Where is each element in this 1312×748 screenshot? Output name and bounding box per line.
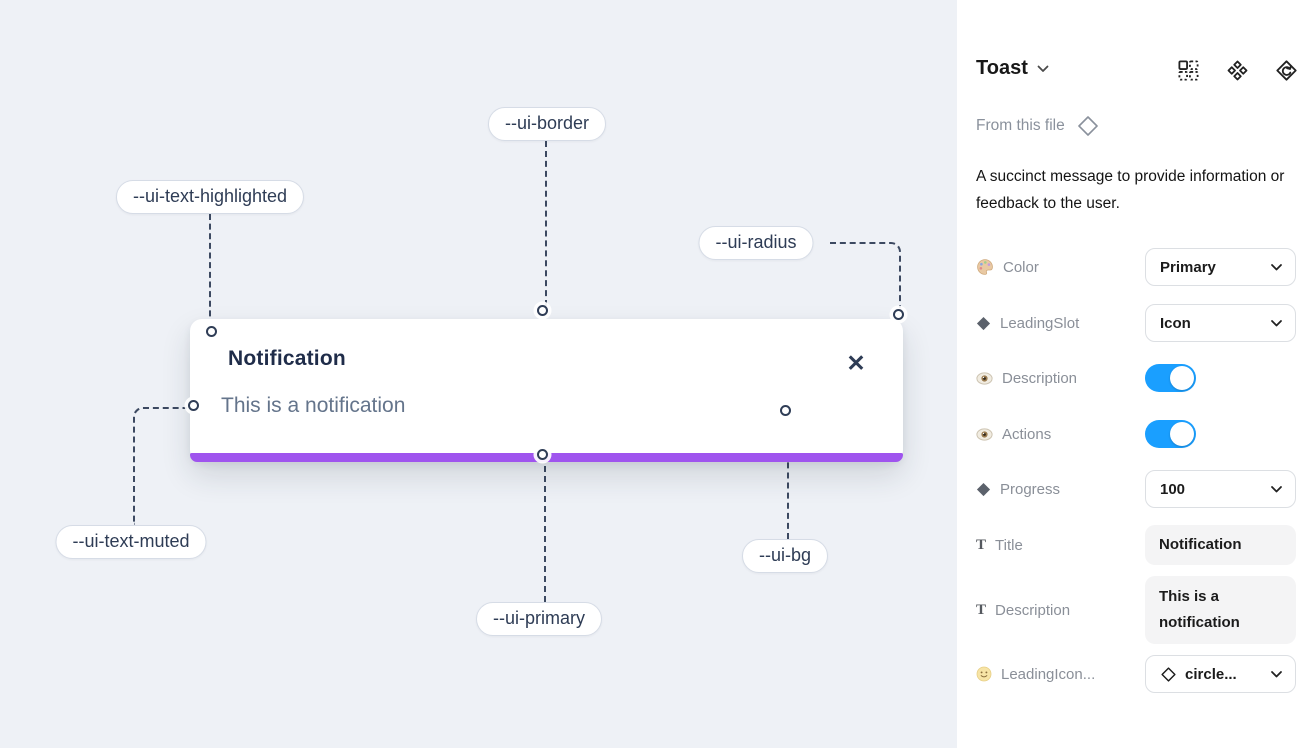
close-icon[interactable]: ✕ <box>846 349 866 376</box>
connector-dot-text-muted <box>188 400 199 411</box>
prop-label-description-text: T Description <box>976 601 1071 619</box>
prop-row-description-text: T Description This is a notification <box>976 576 1296 644</box>
panel-header-actions <box>1176 58 1298 82</box>
leadingicon-select-value: circle... <box>1185 665 1237 683</box>
var-label-ui-border: --ui-border <box>487 107 607 141</box>
progress-select[interactable]: 100 <box>1145 470 1296 508</box>
var-label-ui-text-highlighted: --ui-text-highlighted <box>115 180 305 214</box>
properties-panel: Toast <box>957 0 1312 748</box>
prop-row-color: Color Primary <box>976 248 1296 286</box>
source-label: From this file <box>976 117 1065 134</box>
color-select[interactable]: Primary <box>1145 248 1296 286</box>
text-icon: T <box>976 601 987 618</box>
prop-row-actions-toggle: Actions <box>976 420 1296 448</box>
component-description: A succinct message to provide informatio… <box>976 168 1285 212</box>
connector-line-radius <box>830 242 901 308</box>
connector-dot-bg <box>780 405 791 416</box>
leadingslot-select-value: Icon <box>1160 314 1191 332</box>
eye-icon <box>976 371 993 385</box>
toggle-knob <box>1170 366 1194 390</box>
chevron-down-icon <box>1270 263 1283 272</box>
component-selector[interactable]: Toast <box>976 57 1049 80</box>
connector-line-primary <box>544 466 546 602</box>
leadingslot-select[interactable]: Icon <box>1145 304 1296 342</box>
prop-row-title: T Title Notification <box>976 525 1296 565</box>
canvas-area[interactable]: Notification This is a notification ✕ --… <box>0 0 957 748</box>
description-toggle[interactable] <box>1145 364 1196 392</box>
diamond-icon <box>976 482 991 497</box>
progress-select-value: 100 <box>1160 480 1186 498</box>
leadingicon-select[interactable]: circle... <box>1145 655 1296 693</box>
prop-row-progress: Progress 100 <box>976 470 1296 508</box>
variants-icon[interactable] <box>1225 58 1249 82</box>
palette-icon <box>976 258 994 276</box>
source-row: From this file <box>976 114 1100 138</box>
prop-label-title: T Title <box>976 536 1023 554</box>
prop-label-progress: Progress <box>976 481 1060 498</box>
prop-label-leadingslot: LeadingSlot <box>976 315 1079 332</box>
prop-row-description-toggle: Description <box>976 364 1296 392</box>
prop-row-leadingicon: LeadingIcon... circle... <box>976 655 1296 693</box>
connector-dot-text-highlighted <box>206 326 217 337</box>
text-icon: T <box>976 536 987 553</box>
connector-line-text-highlighted <box>209 214 211 326</box>
title-field[interactable]: Notification <box>1145 525 1296 565</box>
component-diamond-icon <box>1076 114 1100 138</box>
prop-label-description: Description <box>976 370 1077 387</box>
chevron-down-icon <box>1270 319 1283 328</box>
smiley-icon <box>976 666 992 682</box>
toast-component: Notification This is a notification ✕ <box>190 319 903 462</box>
reset-icon[interactable] <box>1274 58 1298 82</box>
color-select-value: Primary <box>1160 258 1216 276</box>
connector-line-text-muted <box>133 407 187 525</box>
connector-dot-primary <box>537 449 548 460</box>
toast-title: Notification <box>228 347 346 370</box>
chevron-down-icon <box>1037 65 1049 73</box>
toggle-knob <box>1170 422 1194 446</box>
instance-diamond-icon <box>1160 666 1177 683</box>
prop-label-actions: Actions <box>976 426 1051 443</box>
diamond-icon <box>976 316 991 331</box>
actions-toggle[interactable] <box>1145 420 1196 448</box>
var-label-ui-radius: --ui-radius <box>698 226 814 260</box>
chevron-down-icon <box>1270 670 1283 679</box>
var-label-ui-primary: --ui-primary <box>476 602 602 636</box>
connector-dot-radius <box>893 309 904 320</box>
eye-icon <box>976 427 993 441</box>
connector-line-border <box>545 141 547 306</box>
swap-instance-icon[interactable] <box>1176 58 1200 82</box>
var-label-ui-text-muted: --ui-text-muted <box>55 525 207 559</box>
prop-label-leadingicon: LeadingIcon... <box>976 666 1095 683</box>
var-label-ui-bg: --ui-bg <box>741 539 829 573</box>
component-name: Toast <box>976 57 1028 79</box>
prop-row-leadingslot: LeadingSlot Icon <box>976 304 1296 342</box>
chevron-down-icon <box>1270 485 1283 494</box>
prop-label-color: Color <box>976 258 1039 276</box>
connector-line-bg <box>787 422 789 539</box>
connector-dot-border <box>537 305 548 316</box>
description-field[interactable]: This is a notification <box>1145 576 1296 644</box>
toast-description: This is a notification <box>221 394 406 417</box>
